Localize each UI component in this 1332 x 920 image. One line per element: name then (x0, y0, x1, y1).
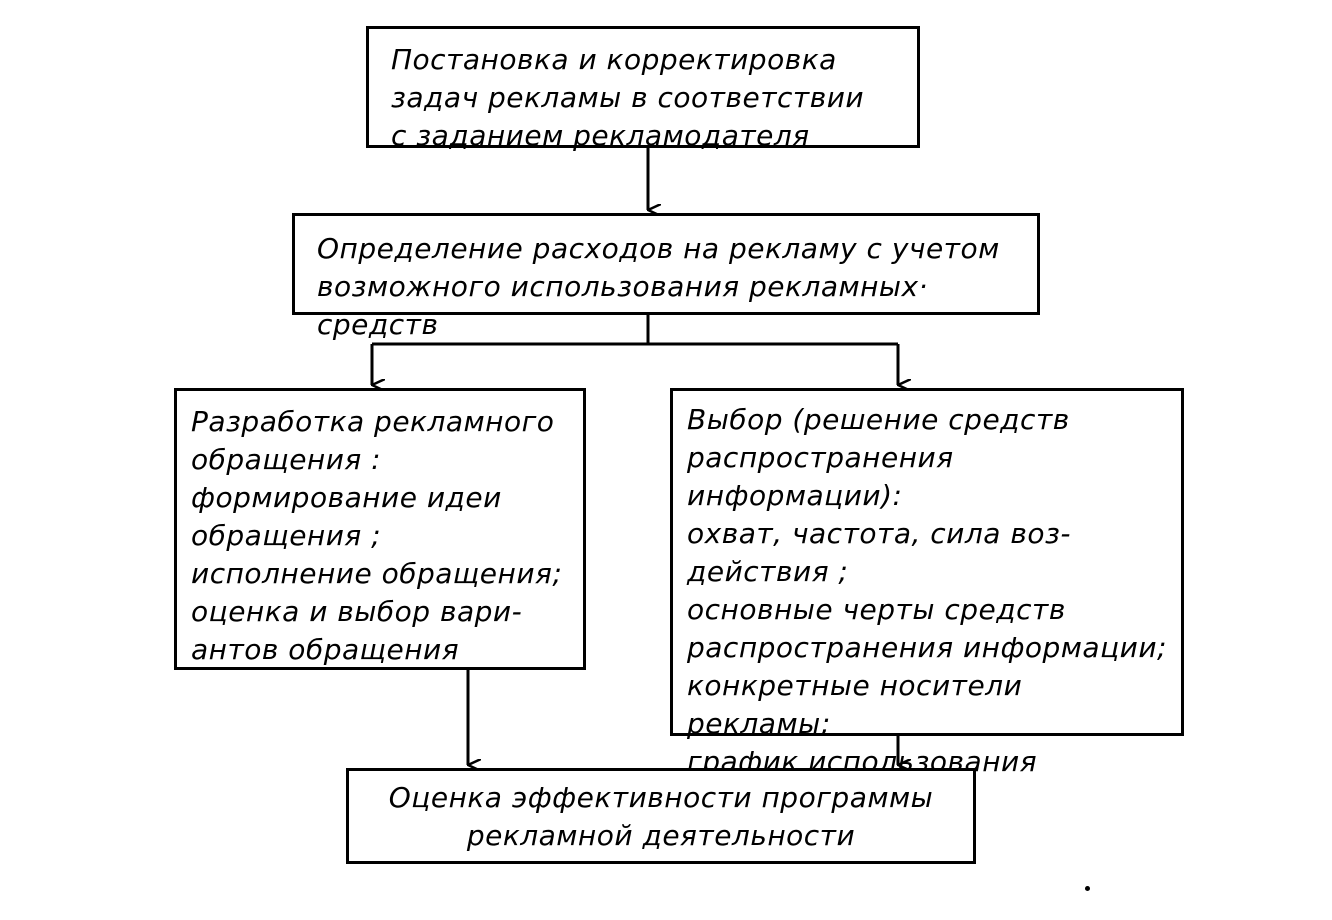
box-media-selection: Выбор (решение средств распространения и… (670, 388, 1184, 816)
scan-speck (1085, 886, 1090, 891)
box-effectiveness-evaluation-text: Оценка эффективности программы рекламной… (388, 781, 934, 852)
box-effectiveness-evaluation: Оценка эффективности программы рекламной… (346, 768, 976, 864)
box-message-development: Разработка рекламного обращения : формир… (174, 388, 586, 670)
box-media-selection-text: Выбор (решение средств распространения и… (687, 403, 1167, 816)
box-cost-determination: Определение расходов на рекламу с учетом… (292, 213, 1040, 341)
box-cost-determination-text: Определение расходов на рекламу с учетом… (317, 232, 1000, 341)
box-message-development-text: Разработка рекламного обращения : формир… (191, 405, 563, 666)
box-setting-tasks: Постановка и корректировка задач рекламы… (366, 26, 920, 152)
box-setting-tasks-text: Постановка и корректировка задач рекламы… (391, 43, 865, 152)
